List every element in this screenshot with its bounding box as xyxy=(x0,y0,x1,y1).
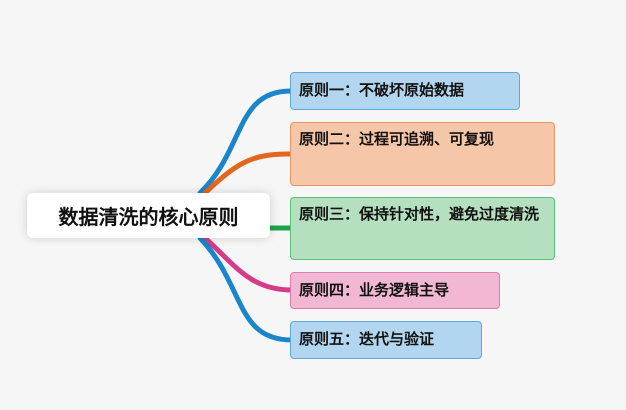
branch-node-5-label: 原则五：迭代与验证 xyxy=(299,330,435,349)
root-topic[interactable]: 数据清洗的核心原则 xyxy=(27,193,270,238)
branch-node-1-label: 原则一：不破坏原始数据 xyxy=(299,81,465,100)
branch-node-4-label: 原则四：业务逻辑主导 xyxy=(299,280,450,299)
branch-node-1[interactable]: 原则一：不破坏原始数据 xyxy=(290,72,520,110)
connector-2 xyxy=(202,151,295,196)
branch-node-3-label: 原则三：保持针对性，避免过度清洗 xyxy=(299,205,540,223)
branch-node-2[interactable]: 原则二：过程可追溯、可复现 xyxy=(290,122,555,186)
connector-4 xyxy=(202,235,295,293)
branch-node-4[interactable]: 原则四：业务逻辑主导 xyxy=(290,272,500,309)
branch-node-2-label: 原则二：过程可追溯、可复现 xyxy=(299,130,495,148)
branch-node-3[interactable]: 原则三：保持针对性，避免过度清洗 xyxy=(290,197,555,260)
connector-1 xyxy=(197,88,295,196)
root-topic-label: 数据清洗的核心原则 xyxy=(58,205,239,229)
branch-node-5[interactable]: 原则五：迭代与验证 xyxy=(290,321,482,359)
connector-5 xyxy=(197,235,295,343)
